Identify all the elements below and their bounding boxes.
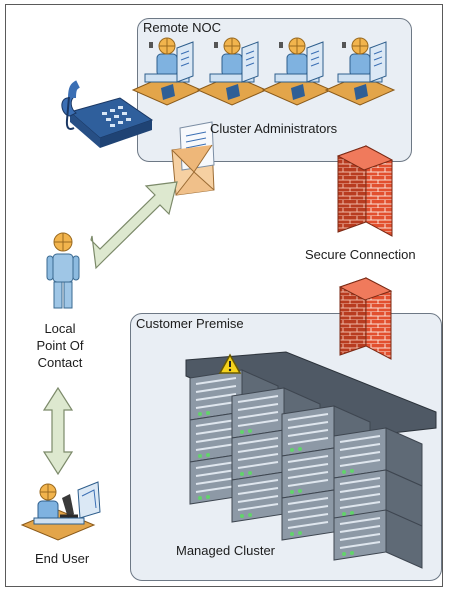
admin-workstation-2-icon: [197, 37, 267, 106]
person-icon: [46, 232, 80, 309]
warning-icon: [218, 353, 242, 374]
server-rack-4: [333, 427, 423, 569]
end-user-workstation-icon: [20, 481, 101, 541]
phone-contact-arrow: [90, 181, 178, 270]
contact-enduser-arrow: [42, 386, 74, 476]
local-contact-line-3: Contact: [37, 355, 83, 370]
local-contact-line-1: Local: [44, 321, 76, 336]
diagram-frame: [5, 4, 443, 587]
telephone-icon: [61, 80, 154, 148]
managed-cluster-label: Managed Cluster: [176, 543, 275, 558]
cluster-administrators-label: Cluster Administrators: [210, 121, 338, 136]
end-user-label: End User: [35, 551, 90, 566]
local-point-of-contact-label: Local Point Of Contact: [20, 320, 100, 371]
local-contact-line-2: Point Of: [36, 338, 84, 353]
customer-premise-title: Customer Premise: [136, 316, 244, 331]
server-rack-icon: [185, 351, 437, 569]
secure-connection-label: Secure Connection: [305, 247, 416, 262]
admin-workstation-1-icon: [132, 37, 202, 106]
remote-noc-title: Remote NOC: [143, 20, 222, 35]
envelope-icon: [171, 121, 215, 196]
admin-workstation-4-icon: [325, 37, 395, 106]
admin-workstation-3-icon: [262, 37, 332, 106]
firewall-icon-2: [338, 277, 393, 360]
firewall-icon: [336, 145, 394, 237]
